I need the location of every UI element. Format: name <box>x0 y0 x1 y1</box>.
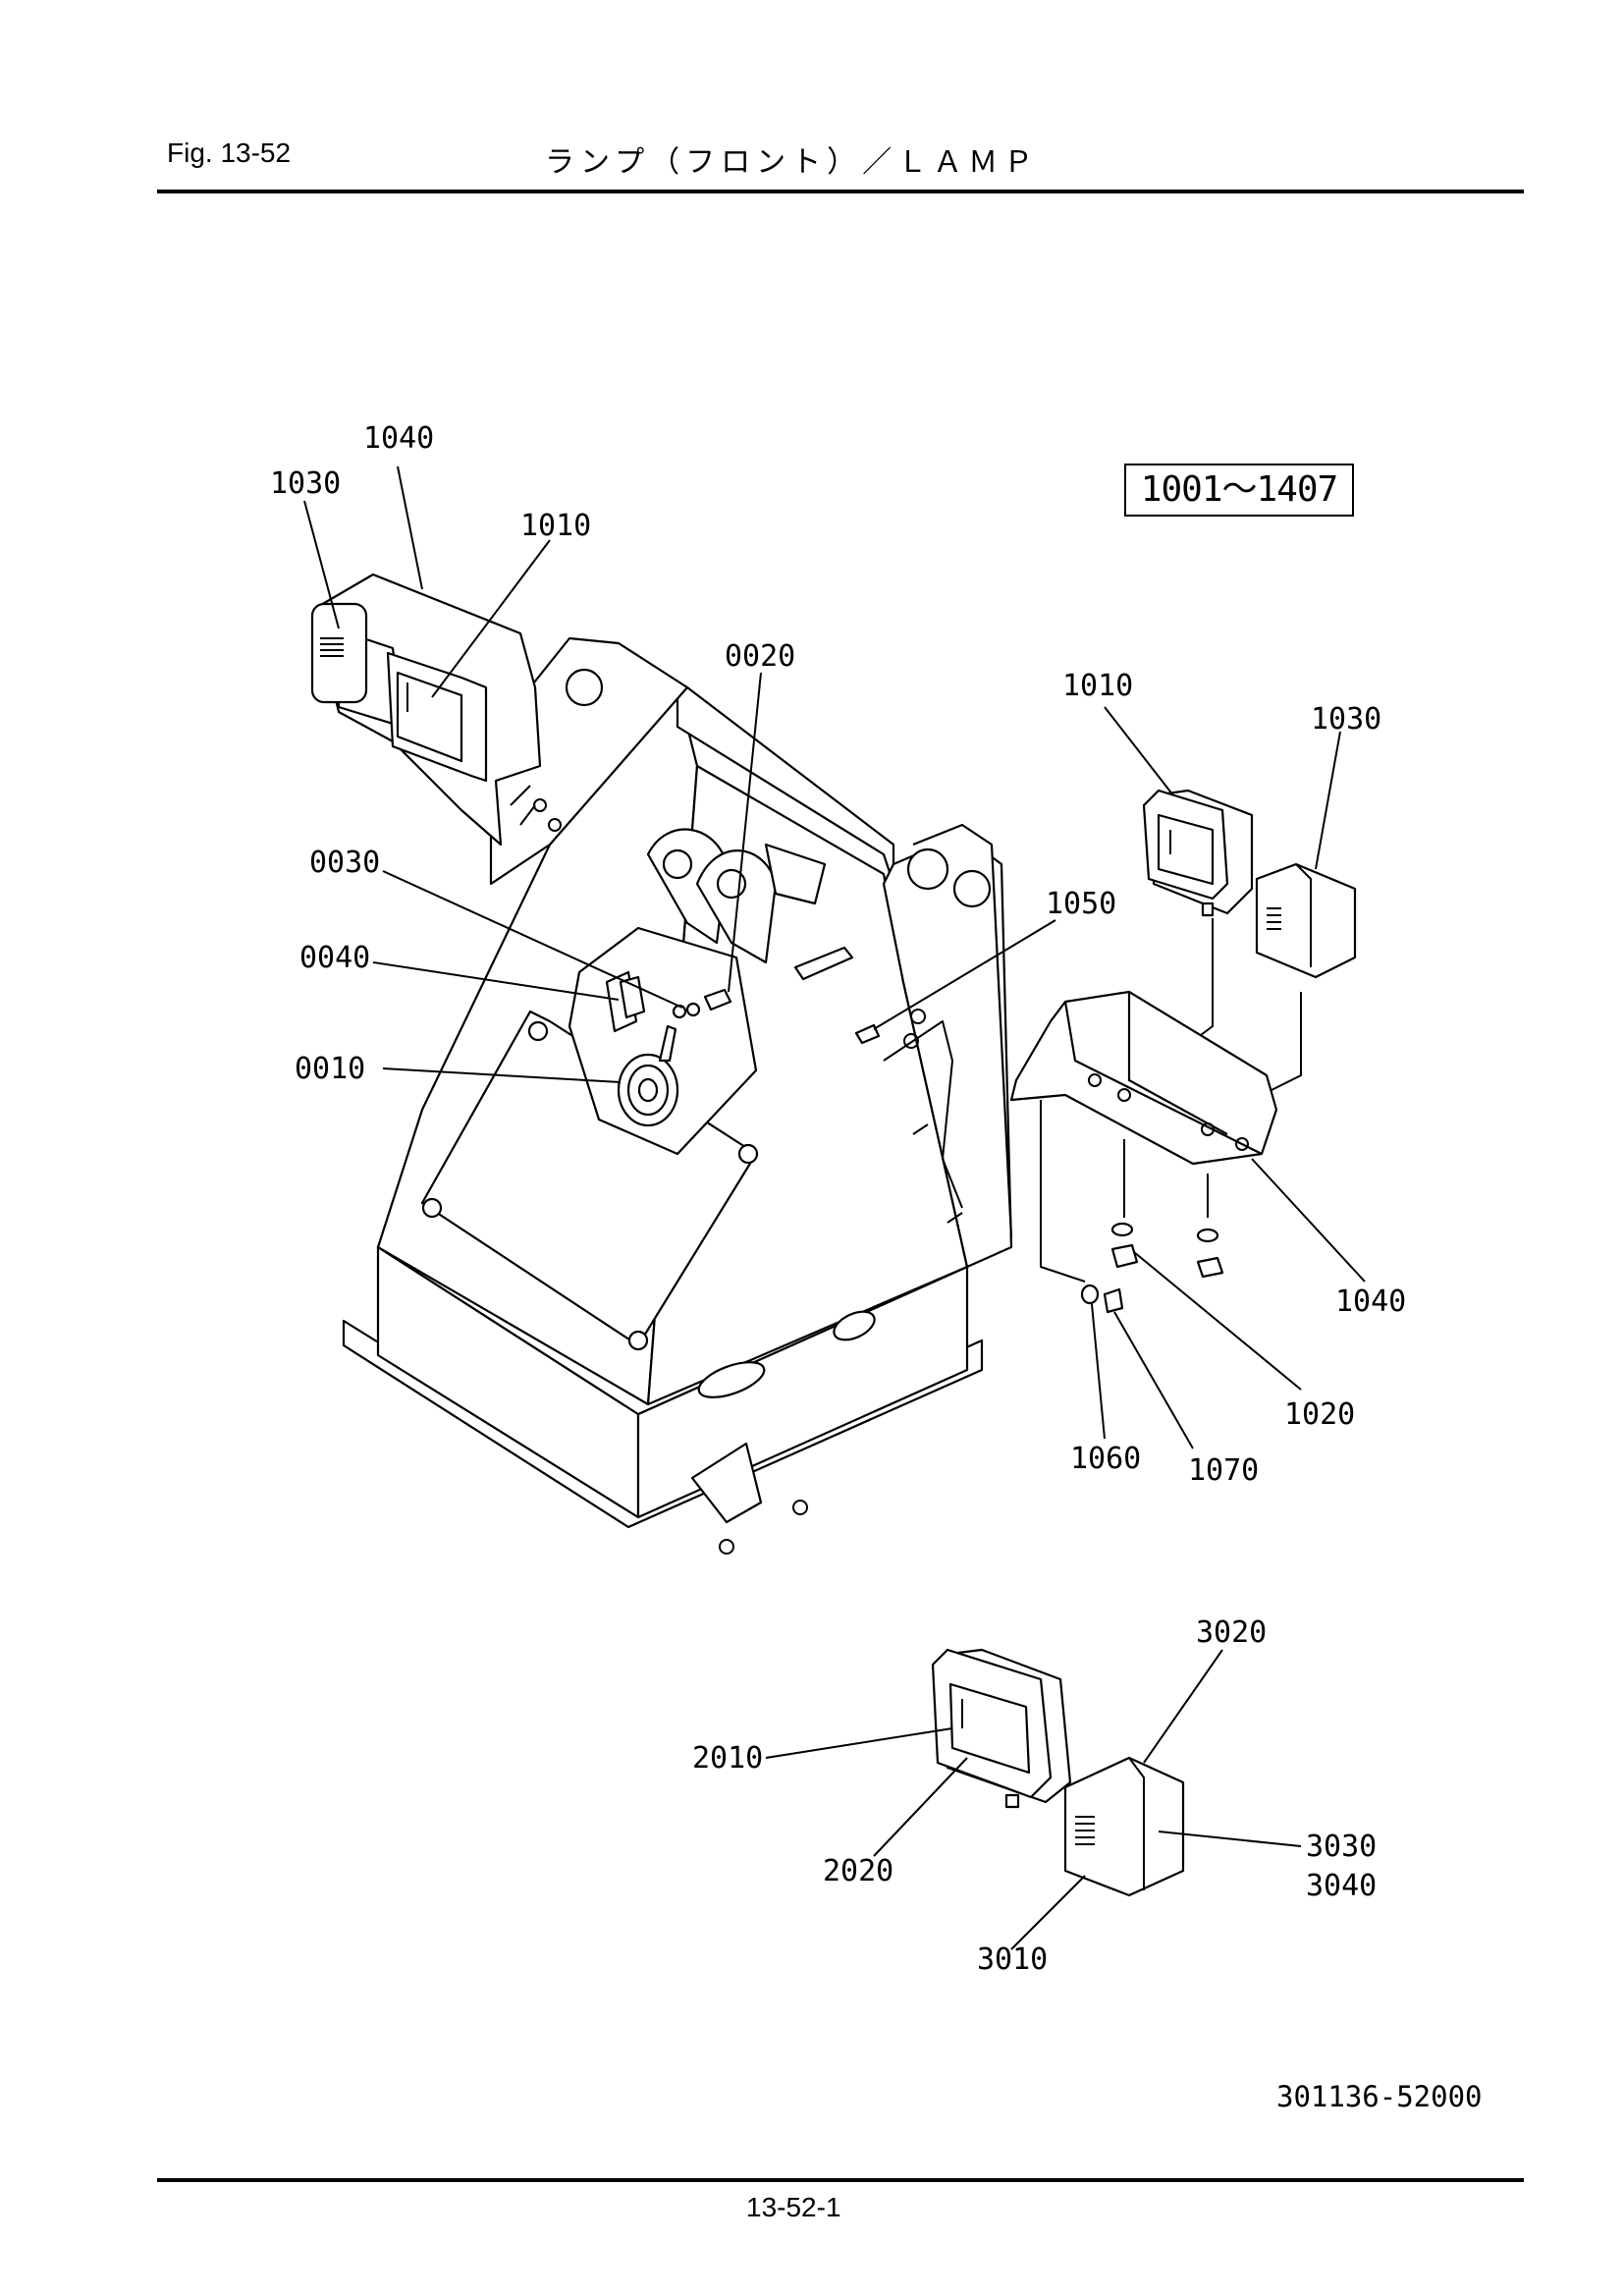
lamp-assembly-exploded <box>1009 789 1357 1314</box>
callout-1010-right: 1010 <box>1062 669 1133 703</box>
callout-labels: 1040 1030 1010 0020 0030 0040 0010 1010 … <box>270 421 1406 1977</box>
lamp-assembly-installed <box>310 573 542 847</box>
callout-1030-upper: 1030 <box>270 466 341 501</box>
callout-1010-upper: 1010 <box>520 509 591 543</box>
header-rule <box>157 190 1524 193</box>
callout-1070: 1070 <box>1188 1453 1259 1488</box>
callout-0020: 0020 <box>725 639 795 674</box>
leader-lines <box>303 465 1366 1950</box>
callout-3020: 3020 <box>1196 1615 1267 1650</box>
grille-lines <box>320 637 344 657</box>
document-number: 301136-52000 <box>1276 2080 1483 2113</box>
frame-assembly <box>342 636 1013 1555</box>
callout-1060: 1060 <box>1070 1442 1141 1476</box>
page-number: 13-52-1 <box>746 2192 841 2222</box>
callout-0010: 0010 <box>295 1052 365 1086</box>
callout-1020: 1020 <box>1284 1397 1355 1432</box>
figure-number: Fig. 13-52 <box>167 137 292 168</box>
callout-0030: 0030 <box>309 846 380 880</box>
callout-2010: 2010 <box>692 1741 763 1776</box>
figure-title: ランプ（フロント）／ＬＡＭＰ <box>545 146 1040 179</box>
footer-rule <box>157 2178 1524 2182</box>
callout-0040: 0040 <box>299 941 370 975</box>
callout-3010: 3010 <box>977 1942 1048 1977</box>
serial-range-box: 1001～1407 <box>1124 464 1354 517</box>
callout-2020: 2020 <box>823 1854 893 1888</box>
spare-lamps <box>931 1648 1185 1897</box>
callout-1050: 1050 <box>1046 887 1116 921</box>
callout-1040-right: 1040 <box>1335 1285 1406 1319</box>
callout-3040: 3040 <box>1306 1869 1377 1903</box>
callout-3030: 3030 <box>1306 1830 1377 1864</box>
callout-1030-right: 1030 <box>1311 702 1381 737</box>
callout-1040-upper: 1040 <box>363 421 434 456</box>
